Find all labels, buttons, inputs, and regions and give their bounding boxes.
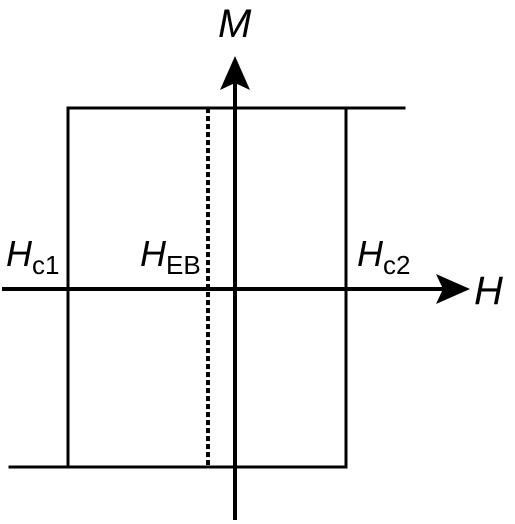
hc2-label-sub: c2	[383, 250, 410, 280]
heb-label-main: H	[140, 233, 167, 274]
m-axis-label: M	[218, 2, 252, 46]
hc2-label: Hc2	[357, 233, 410, 280]
h-axis-arrowhead	[436, 274, 470, 304]
m-axis-arrowhead	[220, 56, 250, 90]
hc1-label-main: H	[6, 233, 33, 274]
hc2-label-main: H	[357, 233, 384, 274]
hc1-label-sub: c1	[32, 250, 59, 280]
h-axis-label: H	[474, 269, 503, 313]
h-axis	[2, 274, 470, 304]
hc1-label: Hc1	[6, 233, 59, 280]
m-axis	[220, 56, 250, 520]
heb-label-sub: EB	[166, 250, 201, 280]
heb-label: HEB	[140, 233, 201, 280]
